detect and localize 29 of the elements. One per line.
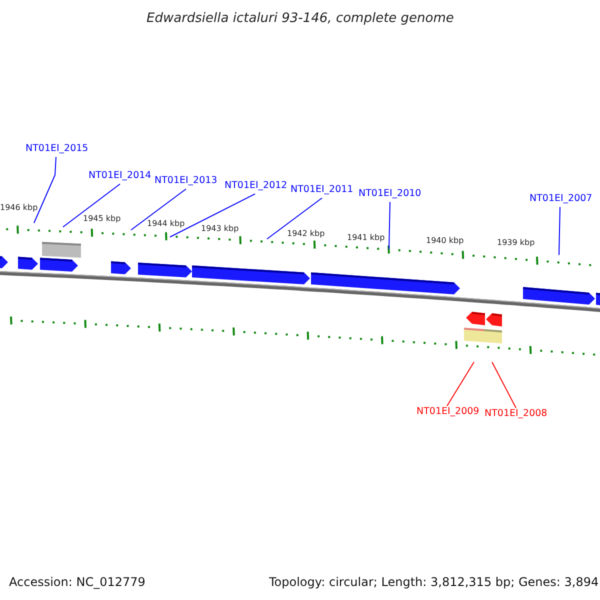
gene-label: NT01EI_2010: [358, 189, 422, 198]
scale-label: 1939 kbp: [497, 239, 535, 247]
scale-label: 1944 kbp: [147, 220, 185, 228]
scale-label: 1942 kbp: [287, 230, 325, 238]
leader-line: [558, 206, 560, 256]
gene-label: NT01EI_2014: [88, 171, 152, 180]
leader-line: [492, 362, 516, 408]
gene-label: NT01EI_2007: [530, 194, 592, 204]
scale-label: 1943 kbp: [201, 225, 239, 233]
leader-line: [266, 198, 322, 240]
leader-line: [34, 156, 56, 224]
leader-line: [388, 202, 390, 250]
genome-summary-text: Topology: circular; Length: 3,812,315 bp; Genes: 3,894: [269, 576, 599, 588]
scale-label: 1946 kbp: [0, 204, 38, 212]
scale-label: 1945 kbp: [83, 215, 121, 223]
title: Edwardsiella ictaluri 93-146, complete genome: [146, 12, 454, 25]
gene-label: NT01EI_2009: [416, 407, 480, 416]
leader-line: [62, 184, 120, 228]
leader-line: [170, 194, 256, 238]
gene-label: NT01EI_2012: [224, 181, 288, 190]
leader-line: [446, 362, 474, 406]
scale-label: 1941 kbp: [347, 234, 385, 242]
leader-line: [130, 188, 186, 230]
gene-label: NT01EI_2008: [484, 409, 548, 418]
gene-label: NT01EI_2011: [290, 185, 354, 194]
gene-label: NT01EI_2015: [26, 144, 88, 154]
gene-label: NT01EI_2013: [154, 176, 218, 186]
scale-label: 1940 kbp: [426, 237, 464, 245]
accession-text: Accession: NC_012779: [9, 576, 146, 588]
